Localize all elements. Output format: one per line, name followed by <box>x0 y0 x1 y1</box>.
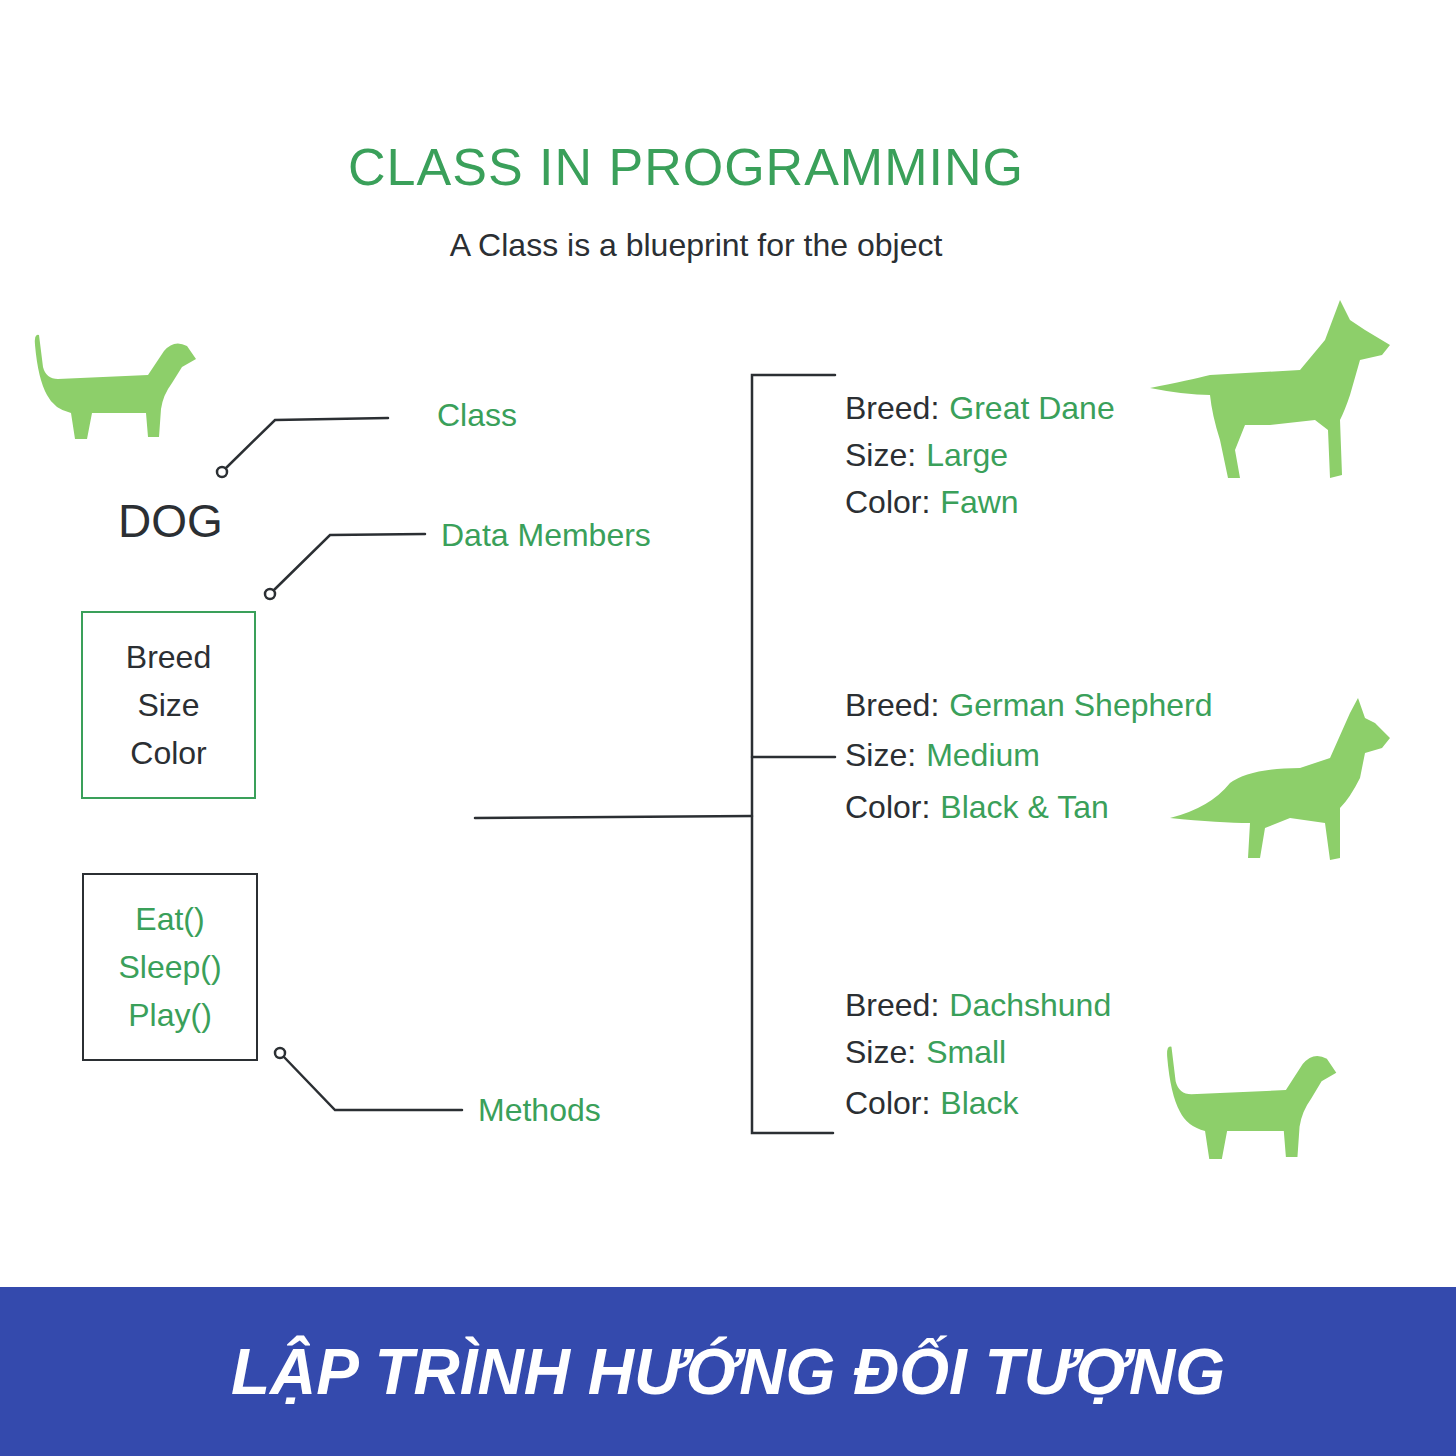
class-name: DOG <box>118 494 223 549</box>
attribute-value: Black <box>940 1084 1018 1122</box>
leader-line <box>284 1057 462 1110</box>
footer-text: LẬP TRÌNH HƯỚNG ĐỐI TƯỢNG <box>231 1324 1225 1420</box>
callout-label: Data Members <box>441 516 651 554</box>
attribute-key: Breed: <box>845 389 939 427</box>
diagram-title: CLASS IN PROGRAMMING <box>0 136 1372 198</box>
attribute-value: Black & Tan <box>940 788 1108 826</box>
method-name: Play() <box>128 991 212 1039</box>
attribute-value: Dachshund <box>949 986 1111 1024</box>
attribute-value: Fawn <box>940 483 1018 521</box>
dog-silhouette <box>35 335 196 439</box>
method-name: Sleep() <box>118 943 221 991</box>
attribute-key: Breed: <box>845 686 939 724</box>
member-name: Size <box>137 681 199 729</box>
attribute-value: Medium <box>926 736 1040 774</box>
attribute-key: Breed: <box>845 986 939 1024</box>
callout-label: Methods <box>478 1091 601 1129</box>
methods-box: Eat()Sleep()Play() <box>82 873 258 1061</box>
dog-silhouette <box>1150 300 1390 478</box>
attribute-value: Great Dane <box>949 389 1114 427</box>
attribute-key: Color: <box>845 788 930 826</box>
attribute-key: Size: <box>845 1033 916 1071</box>
data-members-box: BreedSizeColor <box>81 611 256 799</box>
attribute-value: Large <box>926 436 1008 474</box>
bracket-tick <box>752 756 835 759</box>
attribute-key: Size: <box>845 736 916 774</box>
subtitle: A Class is a blueprint for the object <box>450 226 943 264</box>
bracket <box>752 375 835 1133</box>
member-name: Breed <box>126 633 211 681</box>
member-name: Color <box>130 729 206 777</box>
footer-band: LẬP TRÌNH HƯỚNG ĐỐI TƯỢNG <box>0 1287 1456 1456</box>
leader-line <box>274 534 425 590</box>
bracket-line <box>475 816 752 818</box>
dog-silhouette <box>1167 1046 1336 1159</box>
attribute-key: Size: <box>845 436 916 474</box>
attribute-value: German Shepherd <box>949 686 1212 724</box>
method-name: Eat() <box>135 895 204 943</box>
attribute-key: Color: <box>845 1084 930 1122</box>
callout-label: Class <box>437 396 517 434</box>
attribute-value: Small <box>926 1033 1006 1071</box>
leader-line <box>226 418 388 468</box>
attribute-key: Color: <box>845 483 930 521</box>
